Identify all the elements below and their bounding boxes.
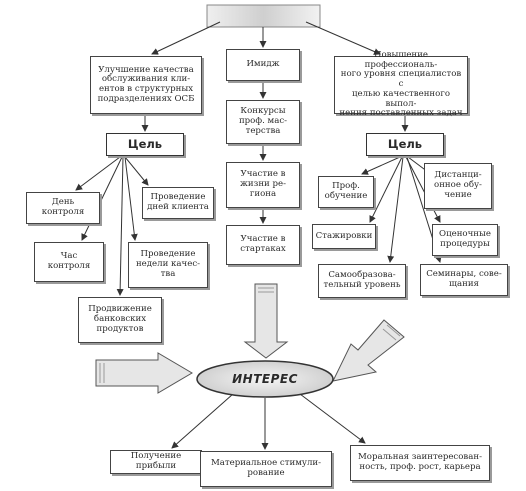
edge-interest-to-moral — [299, 393, 366, 444]
client-days-box: Проведение дней клиента — [142, 187, 214, 219]
edge-goal-left-to-quality-week — [124, 156, 138, 241]
edge-goal-right-to-self-education — [387, 156, 404, 263]
control-hour-box: Час контроля — [34, 242, 104, 282]
region-life-box: Участие в жизни ре- гиона — [226, 162, 300, 208]
self-education-box: Самообразова- тельный уровень — [318, 264, 406, 298]
control-day-box: День контроля — [26, 192, 100, 224]
edge-goal-left-to-control-day — [75, 156, 121, 191]
goal-right-box: Цель — [366, 133, 444, 156]
profit-box: Получение прибыли — [110, 450, 202, 474]
edge-top-to-quality — [151, 21, 221, 55]
prof-level-box: Повышение профессиональ- ного уровня спе… — [334, 50, 468, 118]
distance-learning-box: Дистанци- онное обу- чение — [424, 163, 492, 209]
left-block-arrow — [95, 352, 193, 394]
edge-goal-left-to-client-days — [124, 156, 149, 186]
material-incentive-box: Материальное стимули- рование — [200, 451, 332, 487]
edge-interest-to-profit — [171, 393, 234, 449]
contests-box: Конкурсы проф. мас- терства — [226, 100, 300, 144]
edge-goal-left-to-control-hour — [81, 156, 123, 241]
evaluation-box: Оценочные процедуры — [432, 224, 498, 256]
image-box: Имидж — [226, 49, 300, 81]
edge-goal-left-to-bank-products — [116, 156, 124, 296]
bank-products-box: Продвижение банковских продуктов — [78, 297, 162, 343]
interest-oval — [196, 360, 334, 398]
prof-training-box: Проф. обучение — [318, 176, 374, 208]
top-header-bar — [206, 4, 321, 28]
quality-week-box: Проведение недели качес- тва — [128, 242, 208, 288]
seminars-box: Семинары, сове- щания — [420, 264, 508, 296]
edge-goal-right-to-prof-training — [361, 156, 401, 175]
quality-service-box: Улучшение качества обслуживания кли- ент… — [90, 56, 202, 114]
moral-interest-box: Моральная заинтересован- ность, проф. ро… — [350, 445, 490, 481]
right-block-arrow — [332, 319, 405, 382]
goal-left-box: Цель — [106, 133, 184, 156]
internships-box: Стажировки — [312, 224, 376, 249]
edge-goal-right-to-internships — [369, 156, 403, 223]
interest-label: ИНТЕРЕС — [232, 372, 298, 386]
edge-top-to-prof — [305, 21, 381, 55]
startups-box: Участие в стартаках — [226, 225, 300, 265]
down-arrow-center — [243, 283, 289, 359]
edge-goal-right-to-evaluation — [405, 156, 441, 223]
